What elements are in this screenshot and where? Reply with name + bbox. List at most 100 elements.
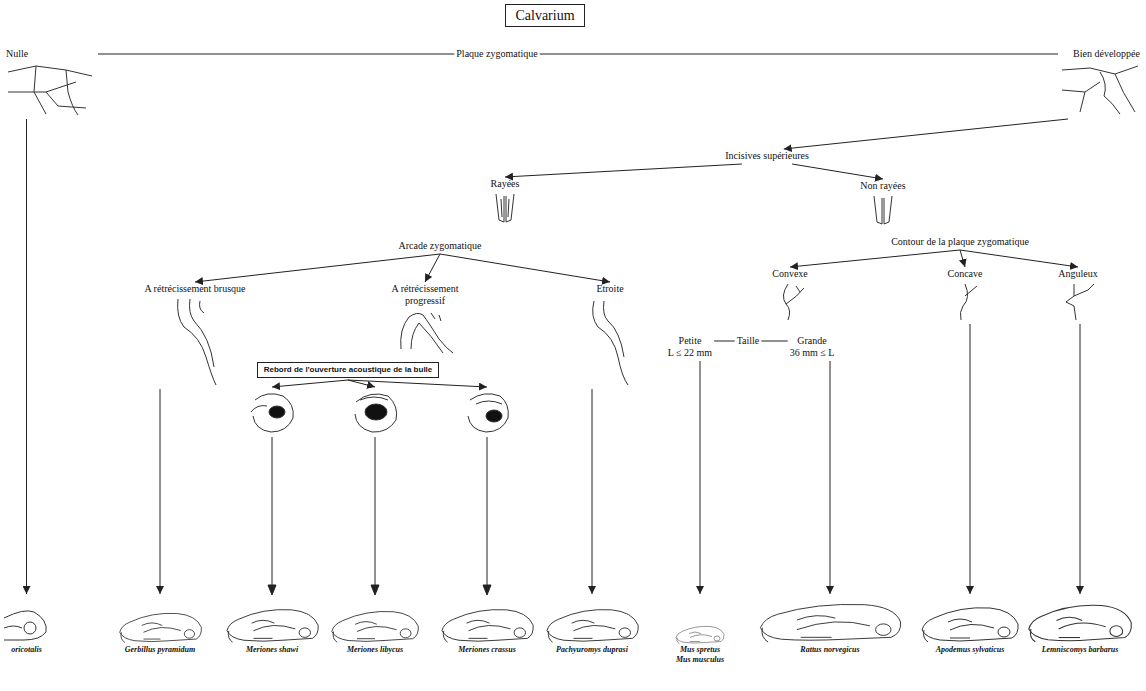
- arrow-line: [370, 437, 380, 595]
- skull-drawing: [920, 597, 1020, 645]
- state-label: Rayées: [490, 178, 520, 190]
- species-name: Gerbillus pyramidum: [118, 645, 203, 655]
- state-label: Bien développée: [1060, 48, 1140, 60]
- criterion-node: Plaque zygomatique: [456, 48, 537, 60]
- skull-drawing: [758, 597, 903, 645]
- skull-drawing: [1026, 597, 1134, 645]
- skull-drawing: [4, 597, 49, 645]
- state-node: A rétrécissement brusque: [144, 283, 245, 387]
- state-label: Anguleux: [1058, 268, 1098, 280]
- species-name: Lemniscomys barbarus: [1026, 645, 1134, 655]
- skull-drawing: [588, 297, 633, 387]
- state-node: Convexe: [770, 268, 810, 322]
- criterion-label: Arcade zygomatique: [398, 240, 481, 252]
- state-node: Anguleux: [1058, 268, 1098, 322]
- skull-drawing: [395, 309, 455, 354]
- species-node: Mus spretusMus musculus: [675, 595, 725, 665]
- skull-drawing: [1058, 282, 1098, 322]
- state-node: Concave: [945, 268, 985, 322]
- state-node: Rayées: [490, 178, 520, 224]
- species-node: Gerbillus pyramidum: [118, 595, 203, 655]
- state-node: Nulle: [6, 48, 96, 117]
- plain-line: [98, 54, 454, 55]
- arrow-line: [267, 437, 277, 595]
- skull-drawing: [330, 597, 420, 645]
- title-box: Calvarium: [505, 4, 584, 27]
- arrow-connector: [784, 119, 1068, 149]
- skull-drawing: [945, 282, 985, 322]
- state-node: Bien développée: [1060, 48, 1140, 117]
- state-label: A rétrécissement progressif: [375, 283, 475, 307]
- state-label: Non rayées: [860, 180, 905, 192]
- skull-drawing: [868, 194, 898, 226]
- skull-drawing: [462, 390, 512, 435]
- skull-drawing: [770, 282, 810, 322]
- skull-drawing: [247, 390, 297, 435]
- drawing-part: [760, 604, 900, 642]
- criterion-label: Taille: [737, 335, 760, 347]
- state-node: PetiteL ≤ 22 mm: [668, 335, 712, 359]
- arrow-connector: [970, 324, 971, 594]
- drawing-part: [1066, 284, 1094, 320]
- drawing-part: [874, 196, 892, 224]
- species-name: Meriones crassus: [440, 645, 535, 655]
- state-label: Etroite: [588, 283, 633, 295]
- drawing-part: [546, 610, 637, 643]
- species-name: Meriones shawi: [225, 645, 320, 655]
- criterion-node: Contour de la plaque zygomatique: [891, 236, 1029, 248]
- skull-drawing: [675, 597, 725, 645]
- state-node: Etroite: [588, 283, 633, 387]
- skull-drawing: [490, 192, 520, 224]
- drawing-part: [178, 299, 216, 385]
- skull-drawing: [6, 62, 96, 117]
- state-label: Grande: [790, 335, 835, 347]
- species-node: Meriones crassus: [440, 388, 535, 655]
- drawing-part: [119, 613, 201, 642]
- criterion-node: Incisives supérieures: [725, 150, 809, 162]
- criterion-label: Incisives supérieures: [725, 150, 809, 162]
- plain-line: [761, 341, 787, 342]
- skull-drawing: [350, 390, 400, 435]
- skull-drawing: [440, 597, 535, 645]
- criterion-label: Plaque zygomatique: [456, 48, 537, 60]
- drawing-part: [332, 611, 419, 642]
- species-node: Rattus norvegicus: [758, 595, 903, 655]
- state-label: Concave: [945, 268, 985, 280]
- species-node: Meriones libycus: [330, 388, 420, 655]
- drawing-part: [922, 608, 1018, 642]
- criterion-node: Arcade zygomatique: [398, 240, 481, 252]
- drawing-part: [676, 626, 724, 643]
- skull-drawing: [118, 597, 203, 645]
- species-node: oricotalis: [4, 595, 49, 655]
- drawing-part: [251, 394, 293, 432]
- state-node: Grande36 mm ≤ L: [790, 335, 835, 359]
- arrow-connector: [425, 254, 440, 282]
- drawing-part: [1062, 66, 1138, 114]
- arrow-connector: [792, 164, 883, 179]
- state-label: A rétrécissement brusque: [144, 283, 245, 295]
- species-name: Rattus norvegicus: [758, 645, 903, 655]
- species-name: Mus spretus: [675, 645, 725, 655]
- arrow-connector: [1080, 324, 1081, 594]
- drawing-part: [441, 610, 532, 643]
- arrow-connector: [830, 361, 831, 594]
- species-name: Pachyuromys duprasi: [545, 645, 640, 655]
- species-name: Apodemus sylvaticus: [920, 645, 1020, 655]
- species-name: Mus musculus: [675, 655, 725, 665]
- skull-drawing: [545, 597, 640, 645]
- criterion-box: Rebord de l'ouverture acoustique de la b…: [257, 362, 440, 378]
- state-label: Nulle: [6, 48, 96, 60]
- drawing-part: [226, 610, 317, 643]
- arrow-connector: [272, 380, 348, 387]
- state-node: A rétrécissement progressif: [375, 283, 475, 354]
- drawing-part: [592, 301, 627, 385]
- drawing-part: [8, 66, 92, 115]
- species-node: Pachyuromys duprasi: [545, 595, 640, 655]
- drawing-part: [960, 284, 977, 320]
- arrow-connector: [505, 164, 742, 177]
- state-label: L ≤ 22 mm: [668, 347, 712, 359]
- arrow-connector: [440, 254, 610, 282]
